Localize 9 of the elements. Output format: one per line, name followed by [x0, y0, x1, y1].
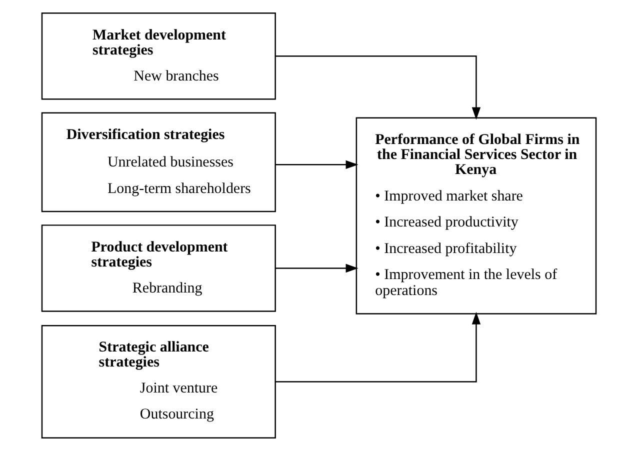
arrow [276, 160, 358, 170]
arrow [276, 312, 481, 382]
node-box: Strategic alliance strategies Joint venture Outsourcing [41, 325, 276, 439]
node-box: Product development strategies Rebranding [41, 224, 276, 312]
node-box: Market development strategies New branches [41, 12, 276, 100]
node-box: Diversification strategies Unrelated businesses Long-term shareholders [41, 112, 276, 212]
arrow [276, 56, 481, 120]
arrow [276, 264, 358, 273]
node-box: Performance of Global Firms in the Financial Services Sector in Kenya • Improved market share • Increased productivity • Increased profitability • Improvement in the levels of operations [356, 117, 597, 314]
